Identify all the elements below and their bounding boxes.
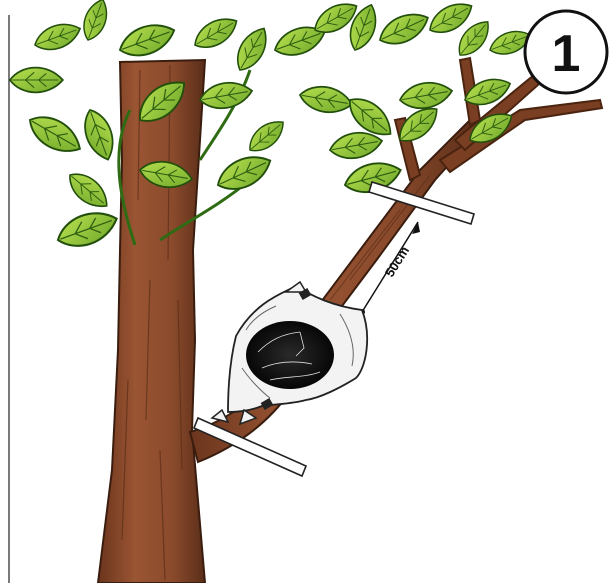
right-foliage (271, 0, 534, 198)
tree-trunk (98, 60, 205, 583)
step-number-badge: 1 (525, 11, 607, 93)
step-number: 1 (552, 25, 581, 83)
measurement-label: 50cm (382, 243, 412, 279)
